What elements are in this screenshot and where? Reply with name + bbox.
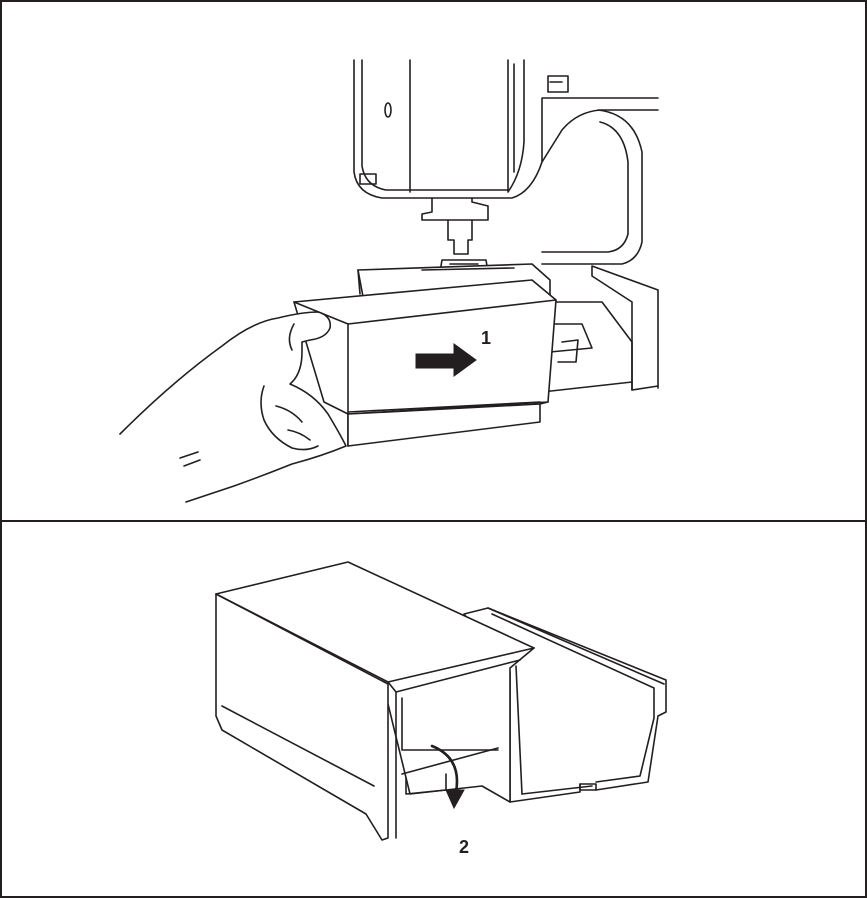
right-arrow	[415, 343, 477, 377]
panel-top-illustration	[119, 59, 659, 503]
accessory-box-cover	[215, 561, 535, 841]
presser-foot	[421, 197, 489, 273]
step-1-label: 1	[481, 328, 492, 348]
sewing-machine-head	[353, 59, 659, 199]
machine-bed-right	[541, 265, 659, 393]
panel-remove-accessory-box: 1	[2, 2, 865, 520]
sewing-machine-arm	[541, 109, 643, 265]
hand	[119, 311, 347, 503]
curved-down-arrow	[430, 744, 465, 810]
panel-divider	[2, 520, 865, 522]
step-2-label: 2	[459, 837, 470, 857]
panel-open-accessory-box: 2	[2, 522, 865, 898]
panel-bottom-illustration	[215, 561, 667, 841]
accessory-box	[293, 279, 557, 447]
